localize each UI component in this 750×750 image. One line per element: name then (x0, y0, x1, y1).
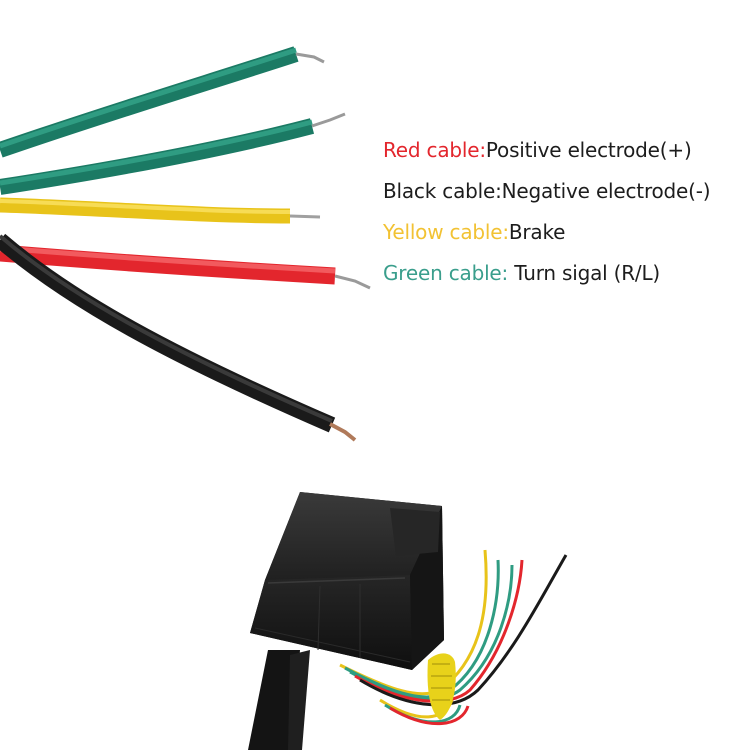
legend-black: Black cable:Negative electrode(-) (383, 179, 711, 203)
legend-red-desc: Positive electrode(+) (485, 138, 692, 162)
legend-red-label: Red cable: (383, 138, 486, 162)
control-module (248, 492, 568, 750)
legend-yellow-desc: Brake (508, 220, 566, 244)
wire-green-2 (0, 112, 346, 195)
legend-black-label: Black cable: (383, 179, 502, 203)
wire-yellow (0, 197, 321, 224)
wire-legend: Red cable:Positive electrode(+) Black ca… (383, 140, 711, 283)
legend-black-desc: Negative electrode(-) (501, 179, 711, 203)
legend-yellow: Yellow cable:Brake (383, 222, 710, 242)
wire-green-1 (0, 46, 325, 158)
legend-green-desc: Turn sigal (R/L) (508, 261, 661, 285)
wire-black (0, 233, 357, 442)
legend-green-label: Green cable: (383, 261, 509, 285)
legend-yellow-label: Yellow cable: (383, 220, 509, 244)
legend-green: Green cable: Turn sigal (R/L) (383, 263, 710, 283)
legend-red: Red cable:Positive electrode(+) (383, 140, 710, 160)
wire-red (0, 244, 371, 290)
